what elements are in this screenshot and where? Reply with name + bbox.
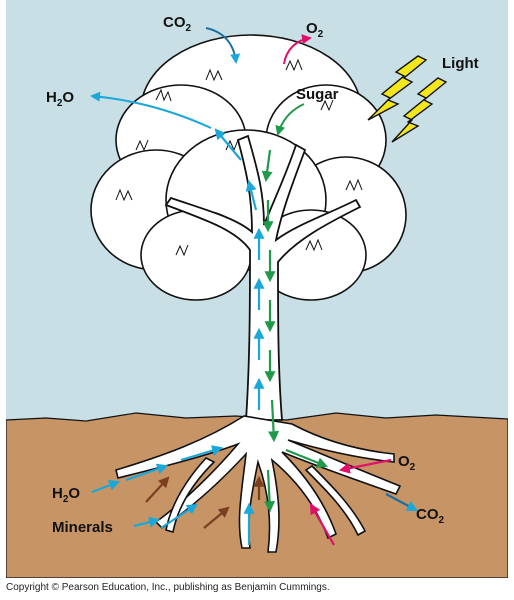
copyright-notice: Copyright © Pearson Education, Inc., pub… xyxy=(6,582,330,593)
xylem-water-flow xyxy=(125,128,265,545)
label-o2-top: O2 xyxy=(306,20,324,40)
light-bolt-icon xyxy=(367,55,448,143)
label-co2-roots: CO2 xyxy=(416,506,445,526)
tree-roots xyxy=(115,415,402,553)
o2-out-arrow xyxy=(283,34,312,65)
minerals-in-arrow xyxy=(133,516,161,528)
sugar-arrow xyxy=(275,103,305,136)
transport-diagram: CO2 O2 Light H2O Sugar H2O O2 Minerals C… xyxy=(6,0,508,578)
co2-out-arrow xyxy=(385,493,418,512)
foliage-texture xyxy=(115,58,363,257)
h2o-out-arrow xyxy=(90,91,212,129)
label-light: Light xyxy=(442,55,479,72)
label-o2-roots: O2 xyxy=(398,453,416,473)
label-minerals: Minerals xyxy=(52,519,113,536)
label-h2o-top: H2O xyxy=(46,89,74,109)
root-oxygen-flow xyxy=(309,458,392,546)
label-h2o-roots: H2O xyxy=(52,485,80,505)
co2-in-arrow xyxy=(205,27,241,64)
label-co2-top: CO2 xyxy=(163,14,192,34)
phloem-sugar-flow xyxy=(261,149,329,513)
h2o-in-arrow xyxy=(91,480,121,494)
label-sugar: Sugar xyxy=(296,86,339,103)
mineral-flow xyxy=(145,475,265,529)
